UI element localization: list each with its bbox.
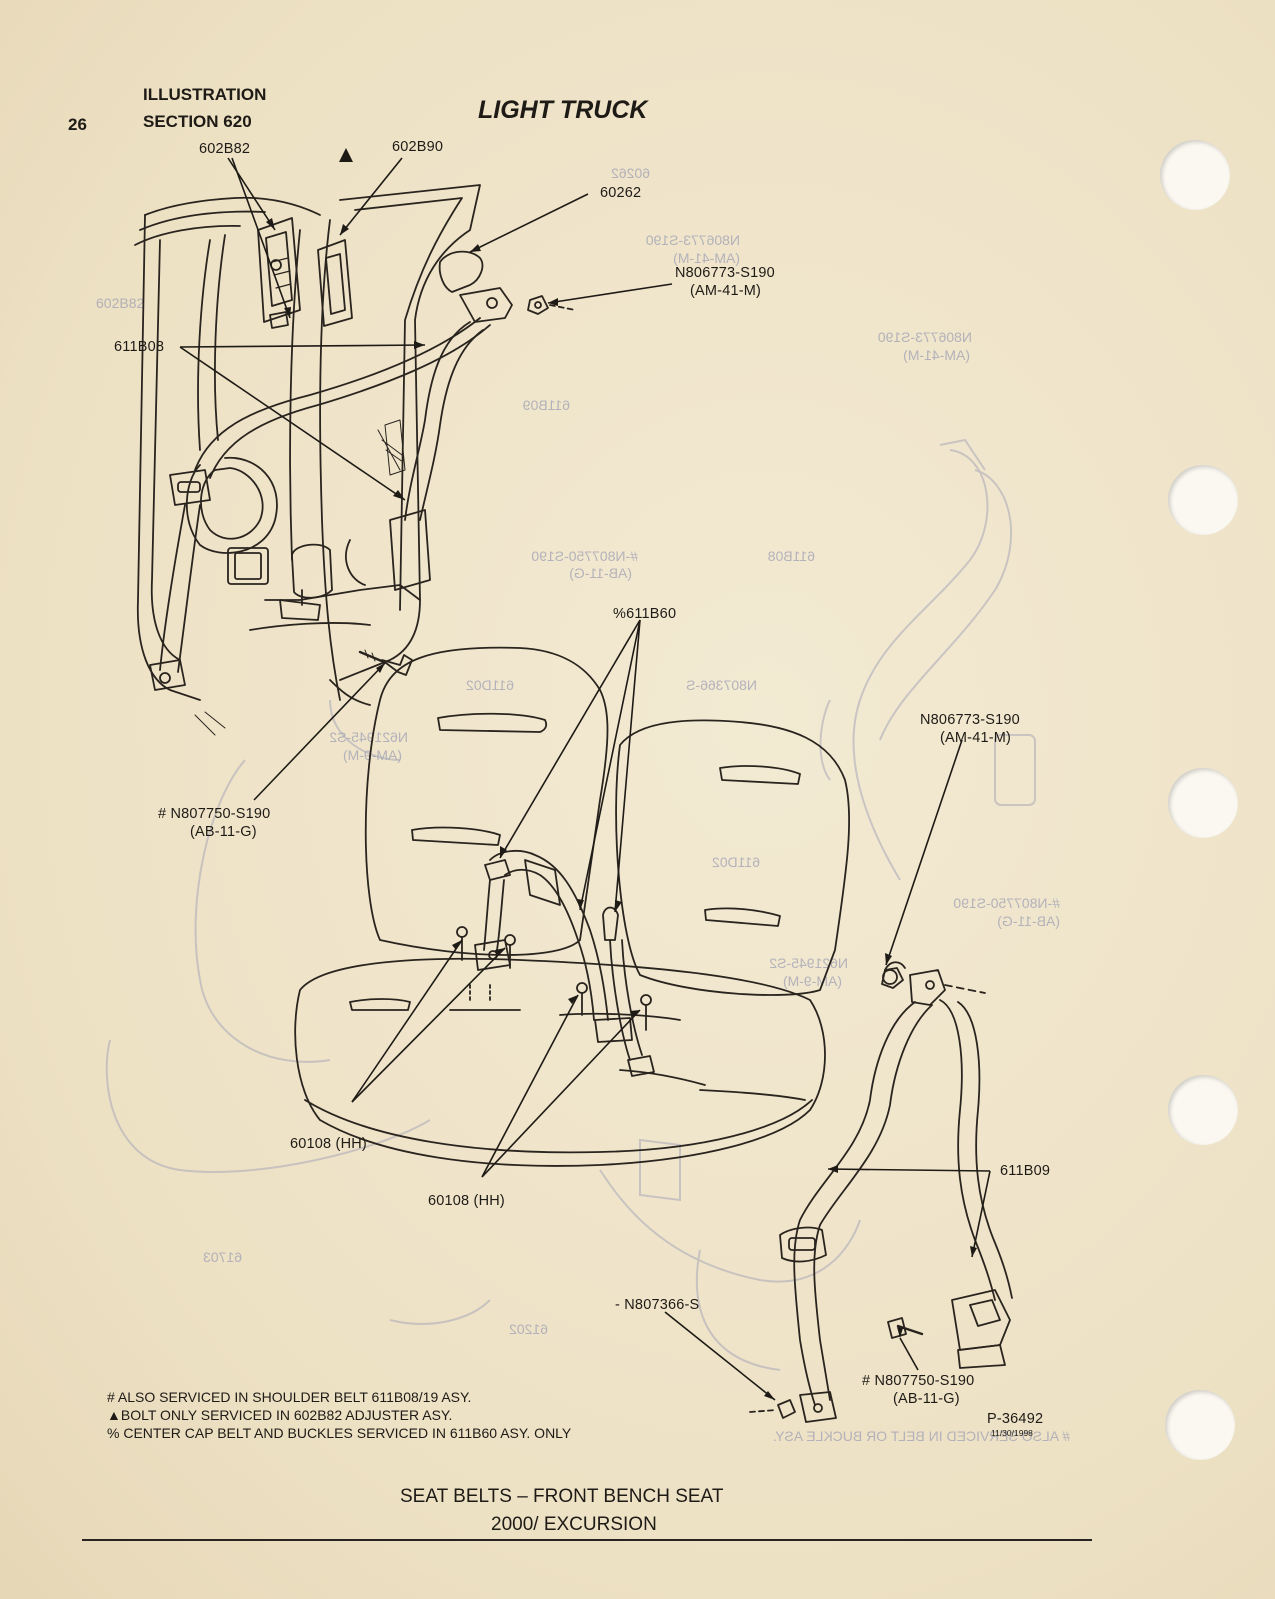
binder-hole-3 [1168,768,1238,838]
bottom-rule [82,1539,1092,1541]
callout-60262: 60262 [600,185,642,201]
callout-bolt-left-code: (AB-11-G) [190,824,257,840]
ghost-label: #-N807750-S190 [953,895,1060,911]
ghost-label: (AM-41-M) [673,250,740,266]
figure-date: 11/30/1998 [991,1428,1033,1438]
ghost-label: N806773-S190 [646,232,740,248]
ghost-label: 611B09 [523,397,570,413]
center-belt-611b60 [474,849,655,1077]
ghost-label: (AM-9-M) [783,973,842,989]
callout-nut-right-code: (AM-41-M) [940,730,1012,746]
ghost-label: (AM-9-M) [343,747,402,763]
ghost-labels: 60262 N806773-S190 (AM-41-M) 602B82 611B… [96,165,1070,1444]
ghost-label: (AB-11-G) [569,565,632,581]
binder-hole-5 [1165,1390,1235,1460]
callout-611b08: 611B08 [114,339,165,355]
callout-bolt-right-code: (AB-11-G) [893,1391,960,1407]
caption-vehicle: 2000/ EXCURSION [491,1514,657,1535]
lower-bolt-left [358,649,413,676]
binder-hole-2 [1168,465,1238,535]
ghost-label: # ALSO SERVICED IN BELT OR BUCKLE ASY. [773,1428,1070,1444]
show-through-ghost-drawing [105,438,1036,1371]
ghost-label: (AM-41-M) [903,347,970,363]
footnote-1: # ALSO SERVICED IN SHOULDER BELT 611B08/… [107,1389,472,1405]
ghost-label: #-N807750-S190 [531,548,638,564]
line-art [134,184,1013,1423]
ghost-label: 611D02 [466,677,514,693]
ghost-label: N806773-S190 [878,329,972,345]
ghost-label: 602B82 [96,295,144,311]
callout-nut-right: N806773-S190 [920,712,1020,728]
ghost-label: 61703 [203,1249,242,1265]
upper-anchor-60262 [438,250,576,323]
anchor-bolts-60108 [456,926,652,1031]
callout-nut-top-code: (AM-41-M) [690,283,762,299]
ghost-label: 60262 [611,165,650,181]
page-title: LIGHT TRUCK [478,96,648,124]
callout-n807366: - N807366-S [615,1297,700,1313]
nut-right [881,967,904,989]
shoulder-belt-611b08 [149,317,491,691]
ghost-label: N621945-S2 [769,955,848,971]
bench-seat [294,646,851,1167]
callout-60108-a: 60108 (HH) [290,1136,367,1152]
page-number: 26 [68,115,87,134]
ghost-label: (AB-11-G) [997,913,1060,929]
ghost-label: N807366-S [686,677,757,693]
shoulder-belt-611b09 [749,961,1013,1423]
callout-60108-b: 60108 (HH) [428,1193,505,1209]
ghost-label: 611D02 [712,854,760,870]
callout-nut-top: N806773-S190 [675,265,775,281]
header-illustration: ILLUSTRATION [143,85,267,104]
callout-602b90: 602B90 [392,139,444,155]
footnote-3: % CENTER CAP BELT AND BUCKLES SERVICED I… [107,1425,572,1441]
cab-interior-drawing [134,184,481,736]
binder-hole-4 [1168,1075,1238,1145]
header-section: SECTION 620 [143,112,252,131]
binder-hole-1 [1160,140,1230,210]
ghost-label: 61202 [509,1321,548,1337]
callout-bolt-right: # N807750-S190 [862,1373,975,1389]
figure-id: P-36492 [987,1411,1044,1427]
callout-611b09: 611B09 [1000,1163,1051,1179]
ghost-label: N621945-S2 [329,729,408,745]
callout-611b60: %611B60 [613,606,677,622]
triangle-bolt-symbol [339,148,353,162]
callout-602b82: 602B82 [199,141,251,157]
ghost-label: 611B08 [768,548,815,564]
callout-bolt-left: # N807750-S190 [158,806,271,822]
height-adjuster-602b82 [257,217,353,329]
leader-lines [179,157,991,1401]
retractor-left [279,543,333,621]
footnote-2: ▲BOLT ONLY SERVICED IN 602B82 ADJUSTER A… [107,1407,453,1423]
arrowheads [266,148,977,1400]
caption-title: SEAT BELTS – FRONT BENCH SEAT [400,1486,724,1507]
